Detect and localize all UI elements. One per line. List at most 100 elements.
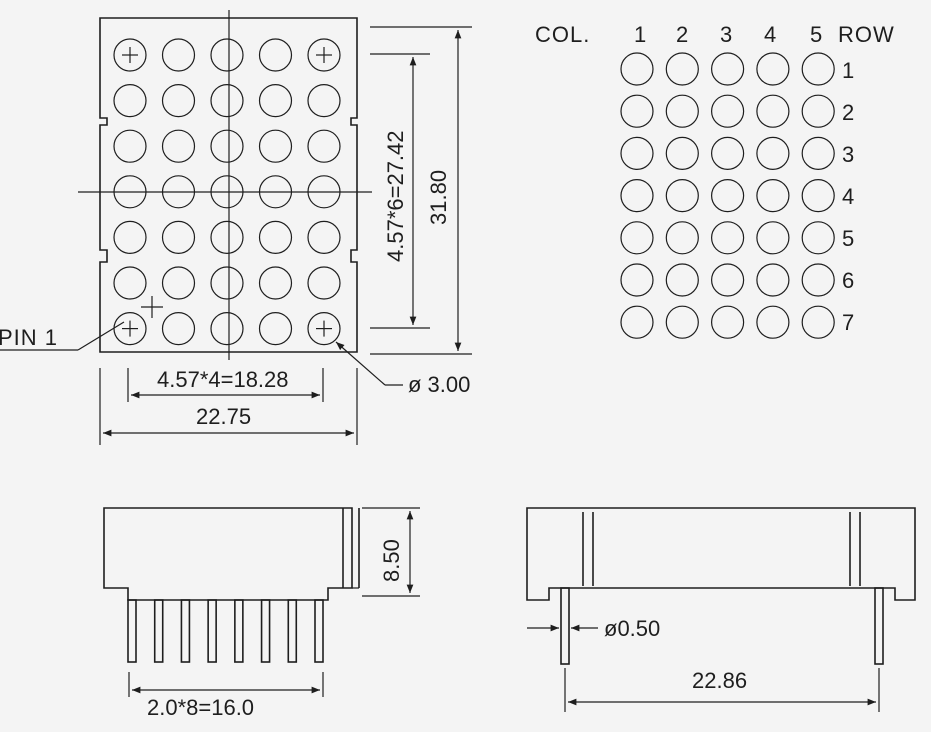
col-number-1: 1 xyxy=(634,22,646,47)
end-view-body xyxy=(526,507,916,601)
matrix-dot xyxy=(710,94,745,128)
matrix-dot xyxy=(801,94,835,128)
front-dot xyxy=(210,83,244,118)
front-dot xyxy=(210,312,244,346)
front-dot xyxy=(258,129,293,163)
col-number-2: 2 xyxy=(676,22,688,47)
row-number-3: 3 xyxy=(842,142,854,167)
side-view-pin xyxy=(207,599,217,663)
end-view-pin-left xyxy=(560,587,570,665)
pin1-marker xyxy=(141,296,163,318)
matrix-dot xyxy=(710,179,745,213)
matrix-dot xyxy=(801,305,835,339)
front-dot xyxy=(258,266,293,300)
matrix-dot xyxy=(756,94,790,128)
dot-diameter-callout: ø 3.00 xyxy=(335,341,470,397)
front-dot xyxy=(258,175,293,209)
pin1-leader xyxy=(77,321,125,351)
matrix-dot xyxy=(665,52,699,86)
matrix-dot xyxy=(710,305,745,339)
front-dot xyxy=(161,175,196,209)
front-dot xyxy=(161,38,196,72)
front-dot xyxy=(113,83,147,118)
row-number-2: 2 xyxy=(842,100,854,125)
row-number-1: 1 xyxy=(842,58,854,83)
matrix-dot xyxy=(756,136,790,170)
side-view-pin xyxy=(234,599,244,663)
front-dot xyxy=(113,266,147,300)
front-dot-marked xyxy=(307,38,341,72)
matrix-dot xyxy=(665,136,699,170)
front-dot xyxy=(258,38,293,72)
pin-pitch-dimension: 2.0*8=16.0 xyxy=(147,695,254,720)
front-dot xyxy=(113,175,147,209)
front-vertical-dimensions: 4.57*6=27.42 31.80 xyxy=(370,26,472,355)
front-dot-marked xyxy=(113,38,147,72)
side-view-pin xyxy=(287,599,298,663)
matrix-dot xyxy=(710,221,745,255)
matrix-dot xyxy=(801,52,835,86)
front-view: PIN 1 xyxy=(0,10,372,360)
matrix-dot xyxy=(710,263,745,297)
front-dot xyxy=(258,220,293,254)
row-label: ROW xyxy=(838,22,895,47)
side-view-pin xyxy=(153,599,164,663)
pin-diameter-dimension: ø0.50 xyxy=(604,616,660,641)
col-label: COL. xyxy=(535,22,590,47)
front-dot xyxy=(307,266,341,300)
front-dot xyxy=(210,129,244,163)
row-number-6: 6 xyxy=(842,268,854,293)
front-dot xyxy=(161,266,196,300)
matrix-dot xyxy=(756,305,790,339)
matrix-dot xyxy=(801,221,835,255)
matrix-dot xyxy=(665,179,699,213)
dot-diameter-dimension: ø 3.00 xyxy=(408,372,470,397)
row-spacing-dimension: 22.86 xyxy=(692,668,747,693)
matrix-dot xyxy=(801,179,835,213)
matrix-diagram: COL. ROW 1 2 3 4 5 1 2 3 4 5 6 7 xyxy=(535,22,895,339)
matrix-dot xyxy=(620,305,654,339)
side-view-pin xyxy=(260,599,271,663)
matrix-dot xyxy=(620,263,654,297)
side-view: 8.50 2.0*8=16.0 xyxy=(103,507,420,720)
side-view-pin xyxy=(127,599,137,663)
matrix-dot xyxy=(756,179,790,213)
col-number-3: 3 xyxy=(720,22,732,47)
front-dot-marked xyxy=(307,312,341,346)
pitch-horizontal-dimension: 4.57*4=18.28 xyxy=(157,367,289,392)
front-dot xyxy=(307,129,341,163)
front-dot xyxy=(161,312,196,346)
side-view-pins xyxy=(127,599,324,663)
matrix-dot xyxy=(710,52,745,86)
front-dot xyxy=(210,175,244,209)
side-view-pin xyxy=(314,599,324,663)
front-dot xyxy=(113,220,147,254)
front-dot xyxy=(210,266,244,300)
end-view: ø0.50 22.86 xyxy=(526,507,916,712)
matrix-dot xyxy=(756,221,790,255)
front-dot xyxy=(307,220,341,254)
matrix-dot xyxy=(801,263,835,297)
matrix-dot-grid xyxy=(620,52,835,339)
matrix-dot xyxy=(801,136,835,170)
matrix-dot xyxy=(756,52,790,86)
end-view-pin-right xyxy=(874,587,884,665)
height-dimension: 31.80 xyxy=(426,170,451,225)
matrix-dot xyxy=(620,52,654,86)
matrix-dot xyxy=(665,221,699,255)
front-dot-marked xyxy=(113,312,147,346)
front-dot-grid xyxy=(113,38,341,346)
matrix-dot xyxy=(620,136,654,170)
front-dot xyxy=(161,129,196,163)
col-number-4: 4 xyxy=(764,22,776,47)
matrix-dot xyxy=(665,305,699,339)
row-number-5: 5 xyxy=(842,226,854,251)
matrix-dot xyxy=(620,221,654,255)
matrix-dot xyxy=(620,94,654,128)
front-horizontal-dimensions: 4.57*4=18.28 22.75 xyxy=(99,367,358,445)
front-dot xyxy=(258,83,293,118)
front-dot xyxy=(307,175,341,209)
matrix-dot xyxy=(665,94,699,128)
front-dot xyxy=(161,220,196,254)
